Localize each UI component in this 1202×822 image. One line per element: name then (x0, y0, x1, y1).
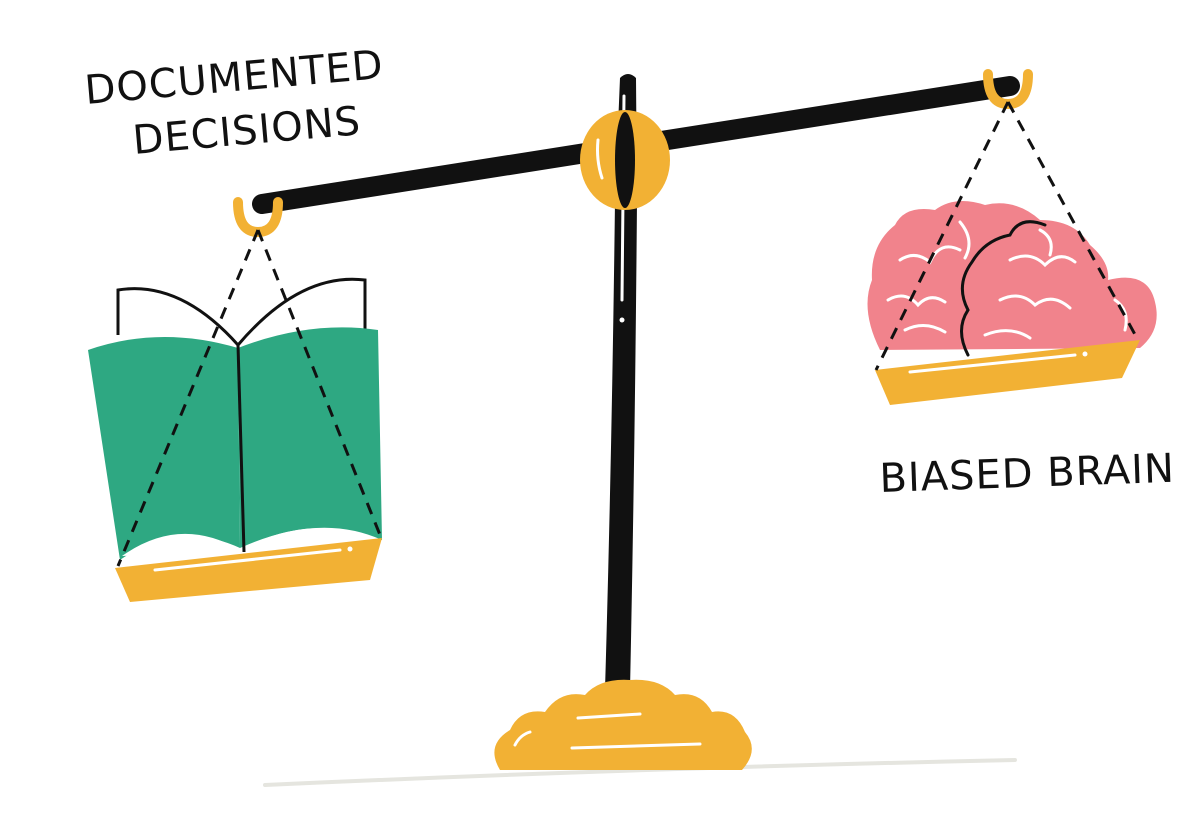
scale-base (494, 679, 752, 770)
ground-line (263, 758, 1017, 787)
label-biased-brain: BIASED BRAIN (879, 446, 1176, 502)
label-decisions: DECISIONS (131, 98, 363, 164)
scale-pivot (580, 110, 670, 210)
right-pan (875, 340, 1140, 405)
left-pan (115, 538, 382, 602)
left-strings (116, 229, 384, 567)
book-icon (88, 277, 382, 560)
brain-icon (867, 201, 1157, 357)
right-strings (874, 101, 1140, 371)
